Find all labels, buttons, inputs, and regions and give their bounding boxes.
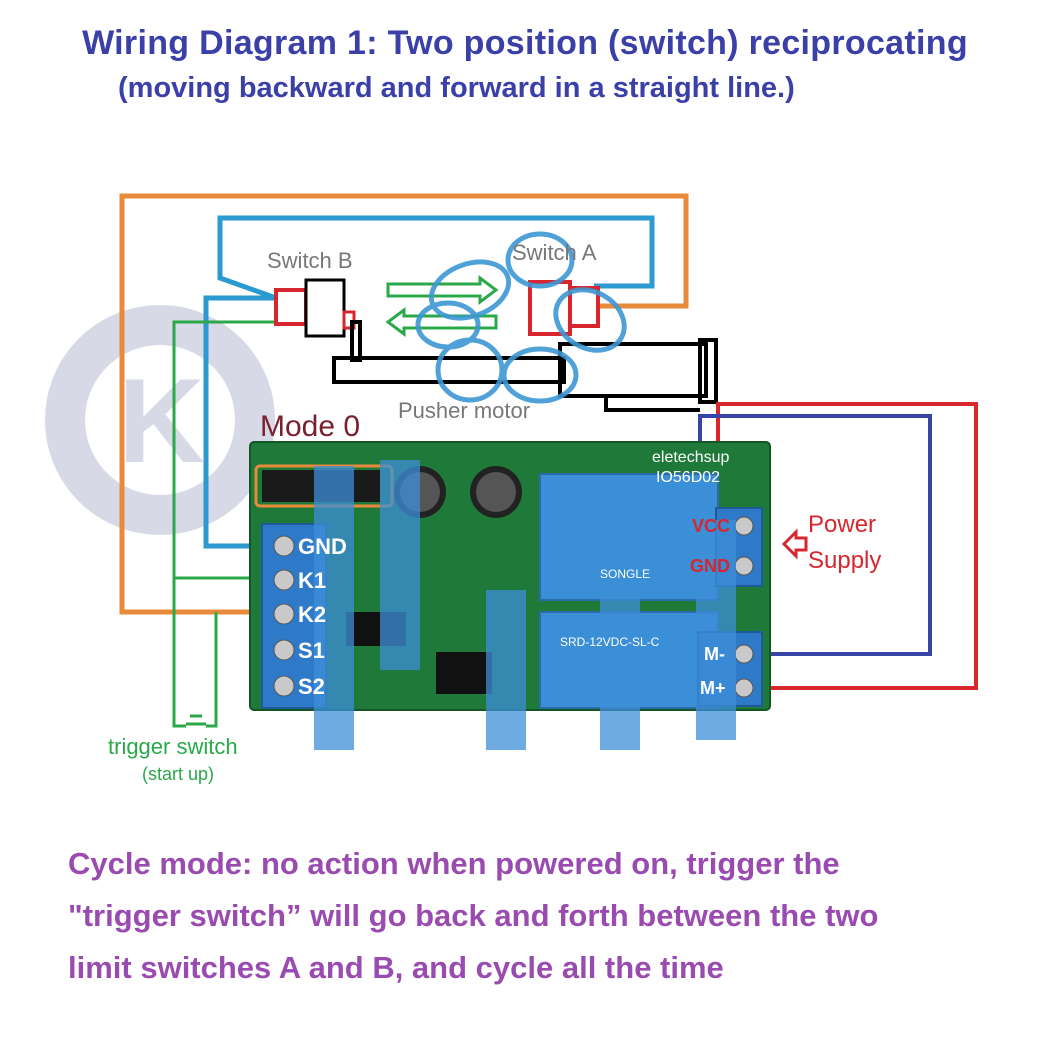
- diagram-title: Wiring Diagram 1: Two position (switch) …: [82, 24, 968, 62]
- direction-arrows: [385, 275, 499, 337]
- terminal-k2-label: K2: [298, 602, 326, 627]
- cycle-description-line-1: Cycle mode: no action when powered on, t…: [68, 846, 840, 881]
- switch-a-label: Switch A: [512, 240, 597, 265]
- watermark-shapes: [314, 460, 736, 750]
- terminal-m-minus-label: M-: [704, 644, 725, 664]
- orange-wire: [119, 193, 689, 615]
- terminal-gnd2-label: GND: [690, 556, 730, 576]
- pusher-motor-label: Pusher motor: [398, 398, 530, 423]
- green-wire: [172, 320, 290, 728]
- terminal-vcc-label: VCC: [692, 516, 730, 536]
- trigger-switch-icon: [186, 714, 206, 726]
- cycle-description-line-2: "trigger switch” will go back and forth …: [68, 898, 879, 933]
- power-supply-label-2: Supply: [808, 547, 881, 574]
- terminal-k1-label: K1: [298, 568, 326, 593]
- switch-b-label: Switch B: [267, 248, 353, 273]
- model-label: IO56D02: [656, 469, 720, 486]
- switch-b: [274, 278, 356, 338]
- mode-label: Mode 0: [260, 410, 360, 443]
- flower-watermark-icon: [415, 231, 627, 404]
- cycle-description-line-3: limit switches A and B, and cycle all th…: [68, 950, 724, 985]
- relay-brand-label: SONGLE: [600, 567, 650, 581]
- terminal-s2-label: S2: [298, 674, 325, 699]
- left-terminal-labels: GND K1 K2 S1 S2: [298, 534, 347, 699]
- start-up-label: (start up): [142, 764, 214, 784]
- right-terminal-labels: VCC GND M- M+: [690, 516, 730, 698]
- blue-wire: [203, 215, 655, 549]
- diagram-subtitle: (moving backward and forward in a straig…: [118, 72, 795, 104]
- brand-label: eletechsup: [652, 449, 729, 466]
- power-arrow-icon: [781, 528, 808, 560]
- pusher-motor: [332, 320, 718, 412]
- watermark-gear-icon: K: [45, 305, 275, 535]
- switch-a: [528, 280, 600, 336]
- terminal-gnd-label: GND: [298, 534, 347, 559]
- terminal-m-plus-label: M+: [700, 678, 726, 698]
- power-supply-label-1: Power: [808, 511, 876, 538]
- trigger-switch-label: trigger switch: [108, 734, 238, 759]
- terminal-s1-label: S1: [298, 638, 325, 663]
- svg-text:K: K: [118, 354, 205, 488]
- relay-model-label: SRD-12VDC-SL-C: [560, 635, 660, 649]
